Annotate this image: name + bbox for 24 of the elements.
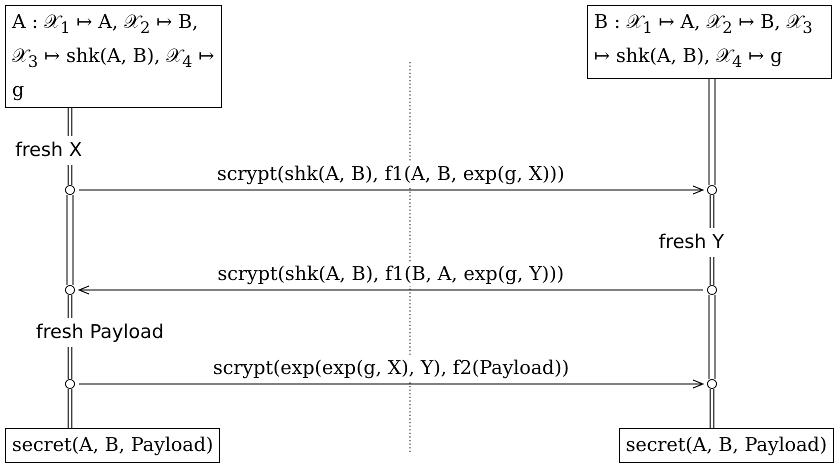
lifeline	[68, 294, 72, 318]
event-circle	[65, 285, 75, 295]
lifeline	[710, 388, 714, 428]
lifeline	[708, 78, 716, 186]
message-arrow	[78, 380, 704, 388]
lifeline	[708, 294, 716, 380]
event-circle	[707, 285, 717, 295]
event-circle	[65, 185, 75, 195]
role-box: A : 𝒳$_{1}$ ↦ A, 𝒳$_{2}$ ↦ B, 𝒳$_{3}$ ↦ shk(A, B), 𝒳$_{4}$ ↦ g	[5, 5, 222, 108]
lifeline	[68, 107, 72, 136]
event-circle	[707, 185, 717, 195]
event-circle	[707, 379, 717, 389]
lifeline	[68, 388, 72, 428]
lifeline	[710, 256, 714, 286]
message-arrow	[78, 286, 704, 294]
secret-box: secret(A, B, Payload)	[5, 428, 220, 463]
secret-box: secret(A, B, Payload)	[618, 428, 834, 463]
role-box: B : 𝒳$_{1}$ ↦ A, 𝒳$_{2}$ ↦ B, 𝒳$_{3}$ ↦ shk(A, B), 𝒳$_{4}$ ↦ g	[587, 5, 832, 79]
lifeline	[710, 194, 714, 228]
lifeline	[66, 194, 74, 286]
lifeline	[68, 164, 72, 186]
lifeline	[68, 346, 72, 380]
event-circle	[65, 379, 75, 389]
message-arrow	[78, 186, 704, 194]
